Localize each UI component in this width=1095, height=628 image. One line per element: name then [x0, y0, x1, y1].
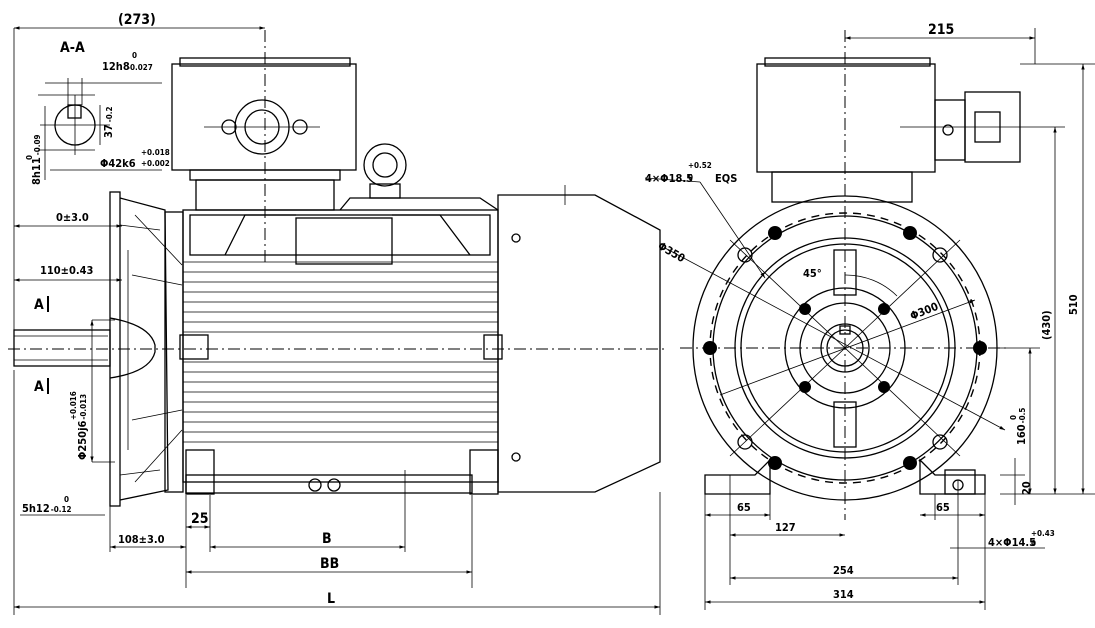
dim-108: 108±3.0 — [118, 533, 165, 546]
svg-text:+0.016: +0.016 — [69, 391, 78, 420]
dim-20: 20 — [1020, 481, 1033, 495]
dim-65-right: 65 — [936, 501, 950, 514]
dim-160: 160-0.5 — [1015, 408, 1028, 445]
side-dimensions — [13, 26, 661, 615]
flange-offset: 0±3.0 — [56, 211, 89, 224]
svg-text:0: 0 — [1009, 415, 1018, 420]
labels: (273) A-A 12h8 0 -0.027 37-0.2 8h11-0.09… — [22, 12, 1080, 607]
dim-l: L — [327, 591, 335, 607]
shaft-dim: 37-0.2 — [102, 106, 115, 138]
shaft-length: 110±0.43 — [40, 264, 93, 277]
key-height: 8h11-0.09 — [30, 135, 43, 185]
flange-hole — [903, 456, 917, 470]
dim-430: (430) — [1040, 310, 1053, 340]
flange-hole — [768, 226, 782, 240]
dim-25: 25 — [191, 511, 209, 527]
svg-text:+0.43: +0.43 — [1031, 529, 1055, 538]
svg-text:-0.027: -0.027 — [127, 63, 153, 72]
svg-text:+0.52: +0.52 — [688, 161, 712, 170]
fan-cover — [497, 194, 661, 493]
spigot-dia: Φ250j6-0.013 — [76, 394, 89, 460]
front-dimensions — [644, 28, 1095, 610]
dim-b: B — [322, 531, 332, 547]
svg-text:+0.018: +0.018 — [141, 148, 170, 157]
dim-bb: BB — [320, 556, 339, 572]
svg-text:0: 0 — [1031, 539, 1036, 548]
feet-side — [185, 449, 499, 495]
angle-45: 45° — [803, 267, 822, 280]
svg-text:+0.002: +0.002 — [141, 159, 170, 168]
section-label: A-A — [60, 40, 85, 56]
svg-text:0: 0 — [688, 173, 693, 182]
svg-text:0: 0 — [132, 51, 137, 60]
section-marker-a2: A — [34, 379, 44, 395]
flange-thickness: 5h12-0.12 — [22, 502, 71, 515]
dim-314: 314 — [833, 588, 854, 601]
flange-hole — [903, 226, 917, 240]
flange-hole — [768, 456, 782, 470]
section-a-a — [38, 78, 162, 180]
shaft — [13, 329, 111, 367]
front-view — [664, 30, 1021, 520]
section-marker-a1: A — [34, 297, 44, 313]
dim-510: 510 — [1067, 294, 1080, 315]
svg-text:0: 0 — [25, 155, 34, 160]
flange-hole — [973, 341, 987, 355]
dim-127: 127 — [775, 521, 796, 534]
flange — [109, 191, 184, 507]
foot-holes: 4×Φ14.5 — [988, 536, 1036, 549]
dim-65-left: 65 — [737, 501, 751, 514]
lifting-eye — [363, 143, 407, 199]
dim-254: 254 — [833, 564, 854, 577]
key-width: 12h8 — [102, 60, 130, 73]
side-view — [8, 30, 668, 507]
dim-273: (273) — [118, 12, 156, 28]
motor-body — [179, 197, 503, 483]
terminal-box-front — [756, 57, 1021, 203]
svg-text:0: 0 — [64, 495, 69, 504]
terminal-box-side — [171, 57, 357, 211]
cooling-fins — [183, 261, 498, 443]
shaft-dia: Φ42k6 — [100, 157, 136, 170]
dim-215: 215 — [928, 22, 954, 38]
